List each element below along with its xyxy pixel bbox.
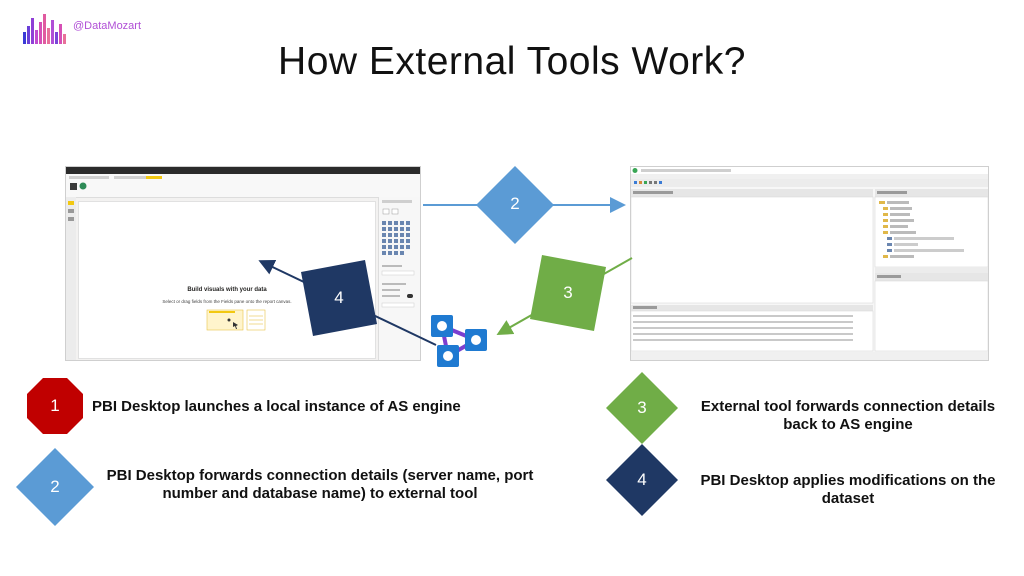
brand-handle: @DataMozart [73,20,142,32]
power-bi-desktop-screenshot: Build visuals with your data Select or d… [65,166,421,361]
diagram-step-4-number: 4 [334,288,344,307]
legend-step-3-number: 3 [637,398,647,417]
legend-step-4-diamond [606,444,678,516]
pbi-visualizations-pane [378,197,420,360]
bar-chart-logo-icon [23,14,66,44]
pbi-ribbon [66,174,420,198]
pbi-titlebar [66,167,420,174]
legend-step-1-number: 1 [50,396,60,415]
diagram-step-3-diamond [530,255,606,331]
legend-step-3-diamond [606,372,678,444]
pbi-visual-illustration [206,309,266,331]
analysis-services-icon [431,315,487,367]
pbi-ribbon-buttons [69,176,162,190]
pbi-visual-icons-grid [381,200,415,308]
external-tool-screenshot [630,166,989,361]
legend-step-2-diamond [16,448,94,526]
legend-step-1-octagon [27,378,83,434]
legend-step-3-text: External tool forwards connection detail… [700,398,996,433]
pbi-canvas-heading: Build visuals with your data [187,287,267,293]
legend-step-1-text: PBI Desktop launches a local instance of… [92,398,461,415]
legend-step-4-text: PBI Desktop applies modifications on the… [700,472,996,507]
external-tool-window [630,167,989,360]
legend-step-2-text: PBI Desktop forwards connection details … [106,467,534,502]
pbi-left-nav [66,197,76,360]
diagram-step-2-number: 2 [510,194,520,213]
legend-step-2-number: 2 [50,477,60,496]
diagram-step-2-diamond [476,166,554,244]
diagram-step-3-number: 3 [563,283,573,302]
slide-title: How External Tools Work? [278,40,746,83]
pbi-canvas-subtext: Select or drag fields from the Fields pa… [162,299,292,304]
brand: @DataMozart [22,12,162,46]
diagram-step-4-diamond [301,260,377,336]
legend-step-4-number: 4 [637,470,647,489]
pbi-nav-icons [68,201,74,221]
